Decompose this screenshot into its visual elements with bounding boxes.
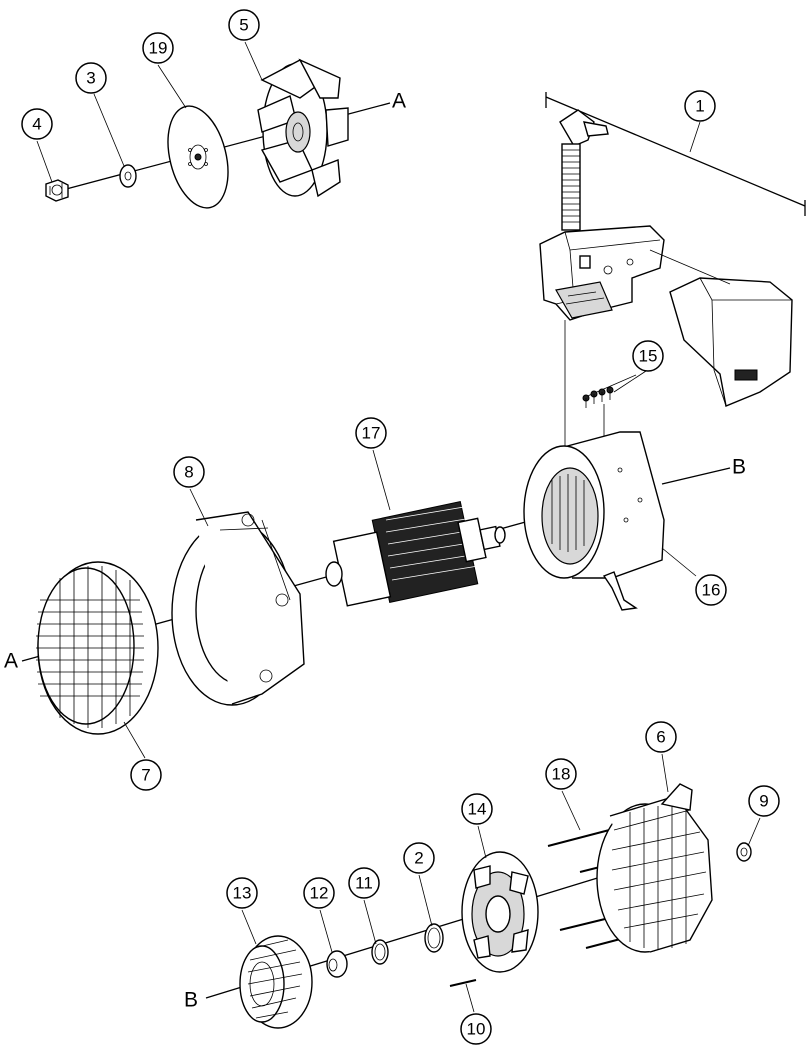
- axis-label-a-top: A: [392, 90, 406, 113]
- callout-14: 14: [461, 793, 493, 825]
- svg-text:8: 8: [184, 463, 193, 482]
- svg-text:15: 15: [639, 347, 658, 366]
- callout-3: 3: [75, 62, 107, 94]
- part-17-rotor: [325, 500, 506, 607]
- part-7-ring: [36, 561, 159, 735]
- callout-5: 5: [228, 9, 260, 41]
- svg-text:9: 9: [759, 792, 768, 811]
- svg-text:10: 10: [467, 1020, 486, 1039]
- part-3-washer: [119, 164, 137, 188]
- svg-text:18: 18: [552, 765, 571, 784]
- leader-lines: [36, 41, 761, 1013]
- callout-8: 8: [173, 456, 205, 488]
- callout-9: 9: [748, 785, 780, 817]
- svg-text:1: 1: [695, 97, 704, 116]
- part-15-screws: [582, 374, 637, 440]
- svg-text:11: 11: [355, 874, 373, 893]
- axis-label-b-bottom: B: [184, 989, 198, 1012]
- axis-label-b-right: B: [732, 456, 746, 479]
- svg-text:5: 5: [239, 16, 248, 35]
- callout-11: 11: [348, 867, 380, 899]
- svg-text:7: 7: [141, 766, 150, 785]
- part-12-spacer: [326, 950, 348, 978]
- part-16-stator-housing: [523, 431, 665, 611]
- part-13-bearing: [239, 935, 313, 1029]
- callout-4: 4: [21, 108, 53, 140]
- part-1-bracket-line: [545, 92, 806, 216]
- callout-1: 1: [684, 90, 716, 122]
- svg-text:3: 3: [86, 69, 95, 88]
- part-10-pin: [449, 979, 477, 987]
- callout-13: 13: [226, 877, 258, 909]
- svg-text:19: 19: [149, 39, 168, 58]
- svg-text:4: 4: [32, 115, 41, 134]
- callout-19: 19: [142, 32, 174, 64]
- svg-text:6: 6: [656, 728, 665, 747]
- part-2-oring: [424, 923, 444, 953]
- callout-16: 16: [695, 574, 727, 606]
- callout-2: 2: [403, 842, 435, 874]
- part-5-fan: [257, 58, 349, 198]
- svg-text:14: 14: [468, 800, 487, 819]
- part-4-nut: [45, 179, 69, 202]
- callout-17: 17: [355, 417, 387, 449]
- callout-7: 7: [130, 759, 162, 791]
- callout-10: 10: [460, 1013, 492, 1045]
- callout-15: 15: [632, 340, 664, 372]
- part-6-end-cover: [596, 783, 713, 953]
- part-8-adaptor: [171, 511, 305, 706]
- callout-12: 12: [303, 877, 335, 909]
- svg-text:13: 13: [233, 884, 252, 903]
- axis-label-a-left: A: [4, 650, 18, 673]
- svg-text:16: 16: [702, 581, 721, 600]
- part-19-flex-disc: [167, 105, 229, 209]
- callout-6: 6: [645, 721, 677, 753]
- part-1-control-box: [539, 109, 793, 446]
- part-14-endbell: [461, 851, 539, 973]
- svg-text:17: 17: [362, 424, 381, 443]
- callout-18: 18: [545, 758, 577, 790]
- svg-text:12: 12: [310, 884, 329, 903]
- axis-line-b-right: [661, 467, 731, 485]
- svg-text:2: 2: [414, 849, 423, 868]
- part-11-oring: [371, 939, 389, 965]
- part-9-washer: [736, 842, 752, 862]
